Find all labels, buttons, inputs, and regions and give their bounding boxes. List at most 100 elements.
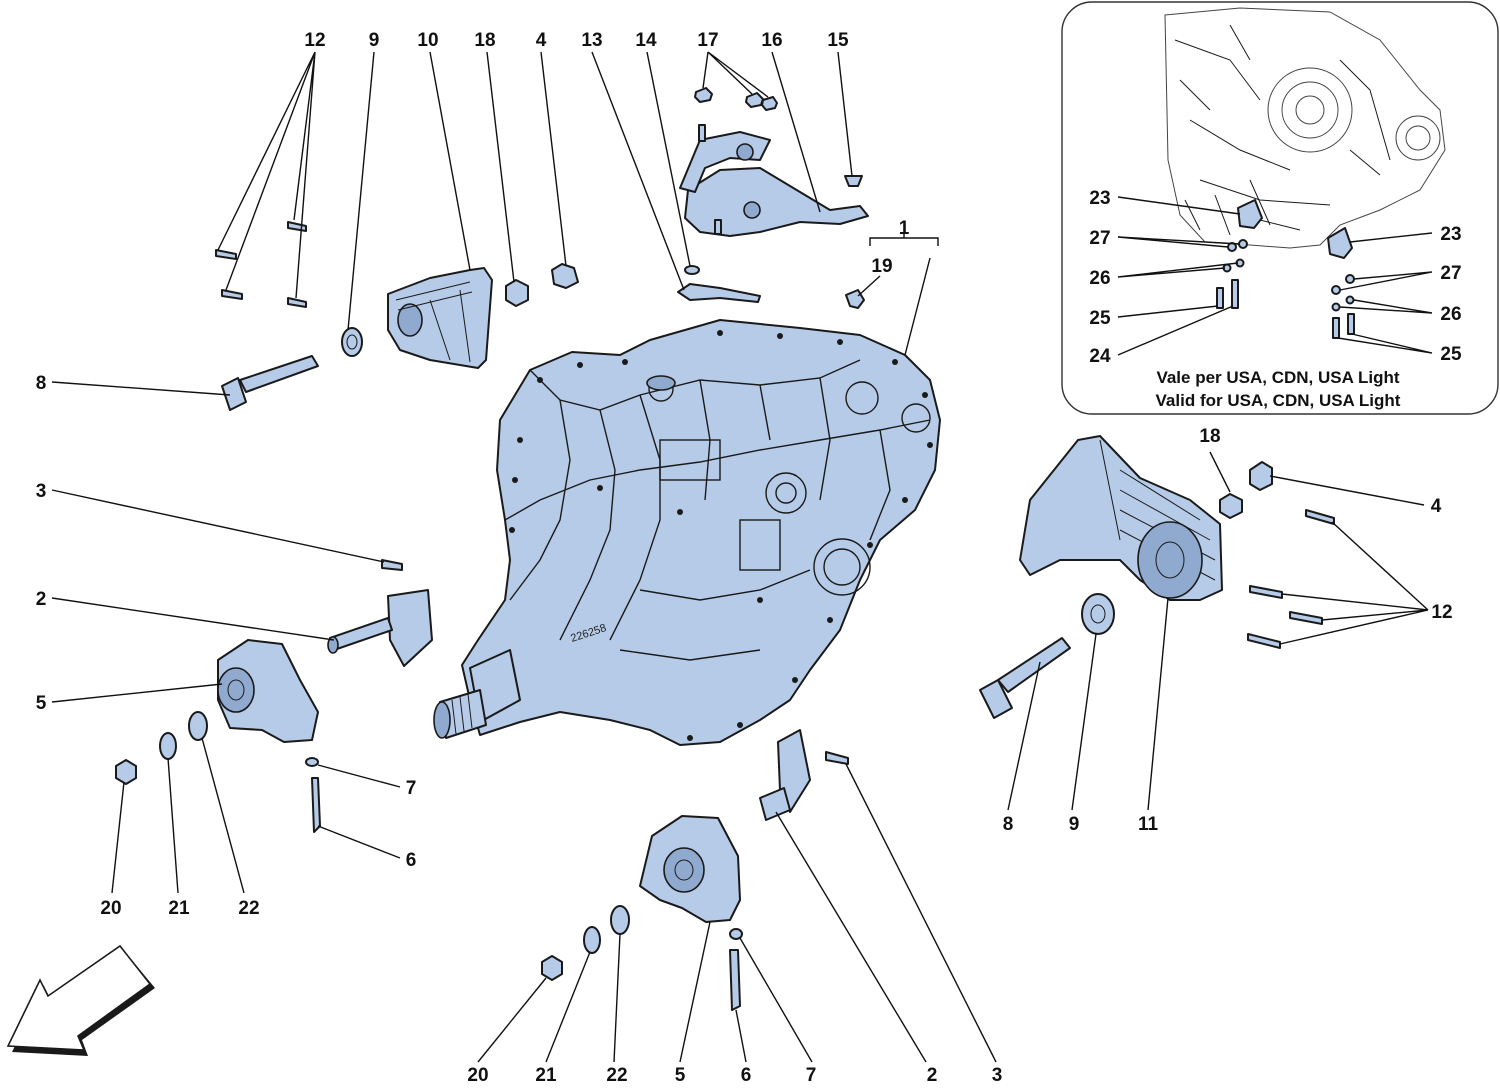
label-9-right: 9 bbox=[1069, 814, 1080, 835]
label-9-top: 9 bbox=[369, 30, 380, 51]
bolt-3-left bbox=[381, 559, 403, 571]
mount-10 bbox=[387, 267, 493, 369]
label-17: 17 bbox=[697, 30, 718, 51]
washer-7-left bbox=[305, 757, 319, 767]
label-6-left: 6 bbox=[406, 850, 417, 871]
washer-14 bbox=[684, 265, 700, 275]
label-19: 19 bbox=[871, 256, 892, 277]
stud-bracket-2-bottom bbox=[759, 729, 811, 821]
label-10: 10 bbox=[417, 30, 438, 51]
washer-22-left bbox=[188, 711, 208, 741]
inset-label-27-right: 27 bbox=[1440, 263, 1461, 284]
label-11: 11 bbox=[1138, 814, 1159, 835]
mount-5-left bbox=[217, 639, 319, 743]
washer-7-bottom bbox=[729, 928, 743, 940]
label-8-left: 8 bbox=[36, 373, 47, 394]
nut-20-left bbox=[115, 759, 137, 785]
label-22-left: 22 bbox=[238, 898, 259, 919]
inset-washer-26c bbox=[1345, 295, 1355, 305]
label-6-bottom: 6 bbox=[741, 1065, 752, 1086]
inset-washer-27d bbox=[1331, 285, 1341, 295]
washer-21-bottom bbox=[583, 926, 601, 954]
callout-labels: 12 9 10 18 4 13 14 17 16 15 1 19 8 3 2 5… bbox=[36, 30, 1453, 1086]
inset-note-italian: Vale per USA, CDN, USA Light bbox=[1156, 368, 1399, 387]
inset-note-english: Valid for USA, CDN, USA Light bbox=[1156, 391, 1401, 410]
bolt-12-right-d bbox=[1247, 633, 1281, 649]
washer-18-top bbox=[505, 279, 529, 307]
bolt-3-bottom bbox=[825, 751, 849, 765]
label-7-left: 7 bbox=[406, 778, 417, 799]
label-2-left: 2 bbox=[36, 589, 47, 610]
bolt-12-top-d bbox=[287, 297, 307, 308]
label-1: 1 bbox=[899, 218, 910, 239]
inset-bolt-24 bbox=[1231, 279, 1239, 309]
inset-label-23-right: 23 bbox=[1440, 224, 1461, 245]
inset-mount-23-left bbox=[1237, 199, 1263, 229]
washer-18-right bbox=[1219, 493, 1243, 519]
bolt-12-right-b bbox=[1249, 585, 1283, 599]
inset-mount-23-right bbox=[1327, 227, 1353, 259]
gearbox-housing: 226258 bbox=[433, 319, 941, 746]
washer-22-bottom bbox=[610, 905, 630, 935]
label-15: 15 bbox=[827, 30, 849, 51]
bolt-15 bbox=[844, 175, 863, 187]
washer-21-left bbox=[159, 732, 177, 760]
label-20-bottom: 20 bbox=[467, 1065, 488, 1086]
label-18-top: 18 bbox=[474, 30, 495, 51]
label-21-bottom: 21 bbox=[535, 1065, 557, 1086]
label-18-right: 18 bbox=[1199, 426, 1220, 447]
label-3-bottom: 3 bbox=[992, 1065, 1003, 1086]
label-20-left: 20 bbox=[100, 898, 121, 919]
plug-4-right bbox=[1249, 461, 1273, 491]
bolt-12-right-a bbox=[1305, 509, 1335, 525]
inset-label-26-left: 26 bbox=[1089, 268, 1110, 289]
inset-panel: 23 27 26 25 24 23 27 26 25 Vale per USA,… bbox=[1061, 1, 1499, 415]
nut-20-bottom bbox=[541, 955, 563, 981]
label-4-top: 4 bbox=[536, 30, 547, 51]
stud-bracket-2-left bbox=[327, 589, 433, 667]
inset-label-26-right: 26 bbox=[1440, 304, 1461, 325]
label-14: 14 bbox=[635, 30, 657, 51]
mount-5-bottom bbox=[639, 815, 741, 923]
nut-17b bbox=[745, 92, 764, 108]
bolt-8-top bbox=[221, 355, 319, 411]
washer-9-right bbox=[1081, 593, 1115, 635]
bolt-12-top-b bbox=[287, 221, 307, 232]
inset-bolt-25 bbox=[1216, 287, 1224, 309]
inset-label-24: 24 bbox=[1089, 346, 1111, 367]
label-12-top: 12 bbox=[304, 30, 325, 51]
label-21-left: 21 bbox=[168, 898, 190, 919]
label-5-left: 5 bbox=[36, 693, 47, 714]
bolt-6-bottom bbox=[729, 949, 741, 1011]
inset-label-27-left: 27 bbox=[1089, 228, 1110, 249]
inset-washer-27b bbox=[1238, 239, 1248, 249]
lever-13 bbox=[677, 283, 761, 303]
label-22-bottom: 22 bbox=[606, 1065, 627, 1086]
label-12-right: 12 bbox=[1431, 602, 1452, 623]
label-2-bottom: 2 bbox=[927, 1065, 938, 1086]
inset-engine-drawing bbox=[1164, 7, 1446, 249]
label-13: 13 bbox=[581, 30, 602, 51]
inset-washer-26d bbox=[1331, 302, 1341, 312]
label-8-right: 8 bbox=[1003, 814, 1014, 835]
label-7-bottom: 7 bbox=[806, 1065, 817, 1086]
label-4-right: 4 bbox=[1431, 496, 1442, 517]
bolt-12-top-a bbox=[215, 249, 237, 260]
inset-label-23-left: 23 bbox=[1089, 188, 1110, 209]
inset-label-25-left: 25 bbox=[1089, 308, 1111, 329]
bolt-6-left bbox=[311, 777, 321, 833]
inset-bolt-25c bbox=[1347, 313, 1355, 335]
nut-17c bbox=[761, 96, 778, 111]
inset-washer-27c bbox=[1345, 274, 1355, 284]
bolt-12-right-c bbox=[1289, 611, 1323, 625]
inset-bolt-25b bbox=[1332, 317, 1340, 339]
nut-17a bbox=[694, 87, 713, 103]
label-3-left: 3 bbox=[36, 481, 47, 502]
washer-9-top bbox=[341, 327, 363, 357]
inset-label-25-right: 25 bbox=[1440, 344, 1462, 365]
label-16: 16 bbox=[761, 30, 782, 51]
leader-lines bbox=[51, 51, 1429, 1063]
bolt-8-right bbox=[979, 637, 1071, 719]
direction-arrow-icon bbox=[6, 944, 155, 1056]
